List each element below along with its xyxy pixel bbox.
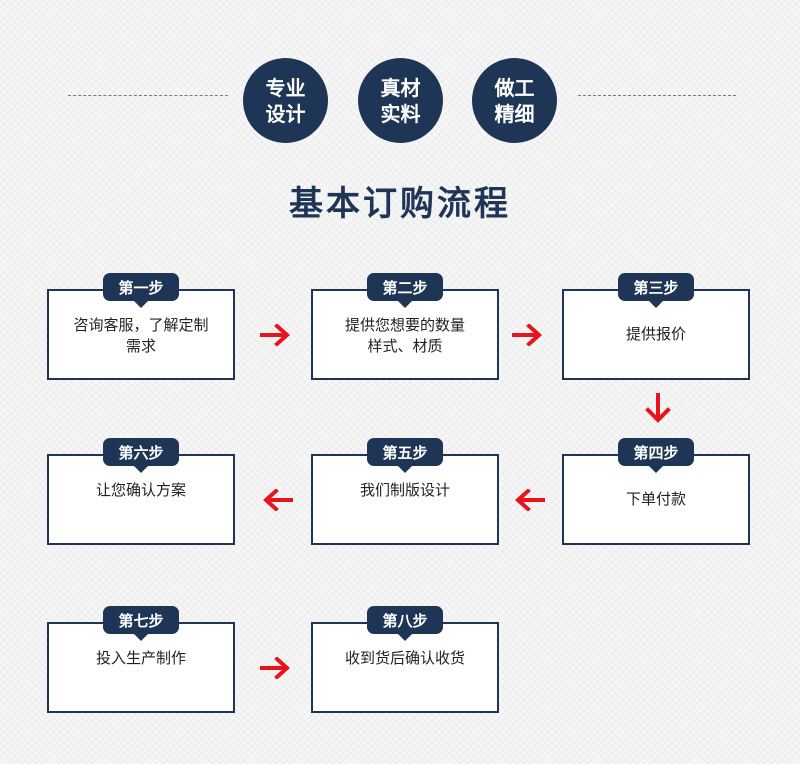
step-label: 第二步	[367, 273, 443, 308]
badge-fine-workmanship: 做工 精细	[472, 58, 557, 143]
step-box-2: 第二步 提供您想要的数量 样式、材质	[311, 273, 499, 380]
badge-line: 设计	[265, 101, 306, 126]
step-text-line: 咨询客服，了解定制	[73, 316, 209, 334]
step-box-5: 第五步 我们制版设计	[311, 438, 499, 545]
step-text: 提供您想要的数量 样式、材质	[321, 315, 489, 357]
right-arrow-icon	[260, 657, 290, 679]
step-box-6: 第六步 让您确认方案	[47, 438, 235, 545]
badge-line: 做工	[494, 75, 535, 100]
badge-line: 实料	[380, 101, 421, 126]
step-text: 咨询客服，了解定制 需求	[57, 315, 225, 357]
badge-genuine-materials: 真材 实料	[358, 58, 443, 143]
step-text: 下单付款	[625, 490, 686, 508]
step-text-line: 样式、材质	[367, 337, 443, 355]
step-box-7: 第七步 投入生产制作	[47, 606, 235, 713]
left-arrow-icon	[263, 489, 293, 511]
step-box-4: 第四步 下单付款	[562, 438, 750, 545]
page-title: 基本订购流程	[289, 184, 511, 224]
badge-line: 专业	[265, 75, 306, 100]
step-text: 让您确认方案	[95, 481, 186, 499]
step-label: 第六步	[103, 438, 179, 473]
badge-line: 真材	[380, 75, 421, 100]
step-box-8: 第八步 收到货后确认收货	[311, 606, 499, 713]
step-text: 收到货后确认收货	[344, 649, 465, 667]
step-box-1: 第一步 咨询客服，了解定制 需求	[47, 273, 235, 380]
step-text-line: 提供您想要的数量	[344, 316, 465, 334]
step-text-line: 需求	[125, 337, 156, 355]
right-arrow-icon	[260, 324, 290, 346]
step-label: 第三步	[618, 273, 694, 308]
step-label: 第七步	[103, 606, 179, 641]
step-text: 提供报价	[625, 325, 686, 343]
badge-line: 精细	[494, 101, 535, 126]
step-box-3: 第三步 提供报价	[562, 273, 750, 380]
badge-professional-design: 专业 设计	[243, 58, 328, 143]
step-text: 我们制版设计	[359, 481, 450, 499]
step-label: 第一步	[103, 273, 179, 308]
right-arrow-icon	[512, 324, 542, 346]
step-label: 第五步	[367, 438, 443, 473]
divider-left	[68, 95, 228, 96]
divider-right	[578, 95, 736, 96]
left-arrow-icon	[515, 489, 545, 511]
down-arrow-icon	[645, 393, 671, 423]
step-label: 第四步	[618, 438, 694, 473]
step-label: 第八步	[367, 606, 443, 641]
step-text: 投入生产制作	[95, 649, 186, 667]
